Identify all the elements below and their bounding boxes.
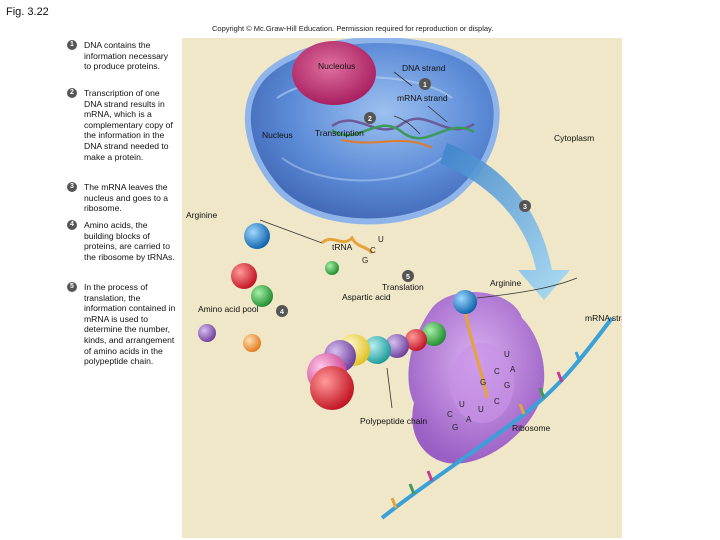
arginine-sphere xyxy=(453,290,477,314)
label-cytoplasm: Cytoplasm xyxy=(554,133,594,143)
label-amino-acid-pool: Amino acid pool xyxy=(198,304,259,314)
trna-base: U xyxy=(378,235,384,244)
figure-number: Fig. 3.22 xyxy=(6,6,49,18)
step-text: Transcription of one DNA strand results … xyxy=(84,88,173,162)
ribosome-subunit xyxy=(450,343,514,423)
aspartic-acid-text: Aspartic acid xyxy=(342,292,391,302)
step-number: 3 xyxy=(67,182,77,192)
step-marker-3: 3 xyxy=(519,200,531,212)
step-number: 4 xyxy=(67,220,77,230)
nucleolus-shape xyxy=(292,41,376,105)
pointer-line xyxy=(427,105,448,123)
chain-amino-acid xyxy=(310,366,354,410)
step-number: 1 xyxy=(67,40,77,50)
trna-base: C xyxy=(370,246,376,255)
amino-acid-sphere xyxy=(325,261,339,275)
pointer-line xyxy=(259,219,323,244)
protein-synthesis-figure: 1 2 3 4 5 Nucleolus DNA strand mRNA stra… xyxy=(182,38,622,538)
amino-acid-sphere xyxy=(251,285,273,307)
marker-number: 4 xyxy=(280,309,284,316)
codon-base: G xyxy=(452,423,458,432)
step-marker-1: 1 xyxy=(419,78,431,90)
step-marker-2: 2 xyxy=(364,112,376,124)
chromatin-line xyxy=(281,157,443,182)
step-number: 5 xyxy=(67,282,77,292)
step-marker-4: 4 xyxy=(276,305,288,317)
trna-shape xyxy=(320,235,374,255)
copyright-notice: Copyright © Mc.Graw-Hill Education. Perm… xyxy=(212,24,494,33)
trna-base: G xyxy=(362,256,368,265)
label-translation: Translation xyxy=(382,282,424,292)
label-mrna-strand-right: mRNA strand xyxy=(585,313,622,323)
codon-base: C xyxy=(447,410,453,419)
pointer-line xyxy=(393,71,413,87)
amino-acid-sphere xyxy=(244,223,270,249)
label-mrna-strand-top: mRNA strand xyxy=(397,93,448,103)
codon-base: U xyxy=(504,350,510,359)
label-dna-strand: DNA strand xyxy=(402,63,446,73)
codon-base: C xyxy=(494,367,500,376)
dna-strand-shape xyxy=(331,124,475,140)
label-ribosome: Ribosome xyxy=(512,423,551,433)
codon-base: U xyxy=(459,400,465,409)
codon-base: C xyxy=(494,397,500,406)
label-nucleolus: Nucleolus xyxy=(318,61,355,71)
codon-base: G xyxy=(480,378,486,387)
step-text: The mRNA leaves the nucleus and goes to … xyxy=(84,182,169,214)
chain-amino-acid xyxy=(363,336,391,364)
codon-base: A xyxy=(510,365,516,374)
step-marker-5: 5 xyxy=(402,270,414,282)
mrna-export-arrow xyxy=(440,143,570,300)
step-text: DNA contains the information necessary t… xyxy=(84,40,169,72)
marker-number: 3 xyxy=(523,204,527,211)
pointer-line xyxy=(386,367,393,409)
amino-acid-sphere xyxy=(198,324,216,342)
codon-base: G xyxy=(504,381,510,390)
label-aspartic-acid: Aspartic acid xyxy=(342,292,391,302)
chain-amino-acid xyxy=(422,322,446,346)
amino-acid-sphere xyxy=(231,263,257,289)
amino-acid-sphere xyxy=(243,334,261,352)
marker-number: 5 xyxy=(406,274,410,281)
marker-number: 2 xyxy=(368,116,372,123)
step-text: In the process of translation, the infor… xyxy=(84,282,176,367)
label-arginine-right: Arginine xyxy=(490,278,521,288)
label-arginine-top: Arginine xyxy=(186,210,217,220)
step-text: Amino acids, the building blocks of prot… xyxy=(84,220,175,262)
mrna-forming-shape xyxy=(341,139,433,149)
step-number: 2 xyxy=(67,88,77,98)
chain-amino-acid xyxy=(385,334,409,358)
label-polypeptide-chain: Polypeptide chain xyxy=(360,416,427,426)
codon-base: U xyxy=(478,405,484,414)
label-transcription: Transcription xyxy=(315,128,364,138)
codon-base: A xyxy=(466,415,472,424)
label-nucleus: Nucleus xyxy=(262,130,293,140)
label-trna: tRNA xyxy=(332,242,353,252)
pointer-line xyxy=(393,115,421,135)
chain-amino-acid xyxy=(405,329,427,351)
marker-number: 1 xyxy=(423,82,427,89)
mrna-base-ticks xyxy=(390,351,582,509)
pointer-line xyxy=(476,277,578,299)
mrna-strand-shape xyxy=(380,316,614,520)
